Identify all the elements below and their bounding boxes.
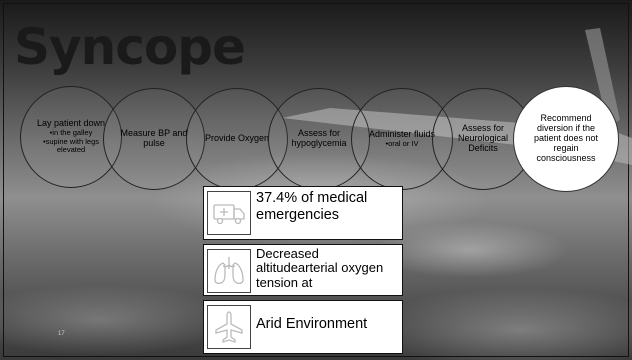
step-sub: •supine with legs elevated [43, 136, 99, 155]
slide-title: Syncope [14, 18, 246, 76]
slide-frame [3, 3, 629, 357]
step-title: Assess for Neurological Deficits [457, 123, 509, 153]
ambulance-icon [207, 191, 251, 235]
step-sub: •oral or IV [385, 138, 419, 148]
step-title: Recommend diversion if the patient does … [533, 113, 599, 163]
info-card-emergencies: 37.4% of medical emergencies [203, 186, 403, 240]
info-card-text: Arid Environment [256, 316, 368, 332]
info-card-text: Decreased altitudearterial oxygen tensio… [256, 246, 384, 290]
step-sub: •in the galley [49, 128, 93, 137]
slide-number: 17 [58, 331, 65, 337]
info-card-oxygen-tension: Decreased altitudearterial oxygen tensio… [203, 244, 403, 296]
lungs-icon [207, 249, 251, 293]
step-title: Measure BP and pulse [120, 128, 188, 148]
airplane-icon [207, 305, 251, 349]
info-card-text: 37.4% of medical emergencies [256, 190, 368, 223]
step-title: Assess for hypoglycemia [291, 128, 347, 148]
step-title: Administer fluids [368, 128, 436, 139]
step-title: Lay patient down [36, 118, 106, 129]
step-recommend-diversion: Recommend diversion if the patient does … [513, 86, 619, 192]
info-card-arid: Arid Environment [203, 300, 403, 354]
step-title: Provide Oxygen [204, 133, 270, 144]
